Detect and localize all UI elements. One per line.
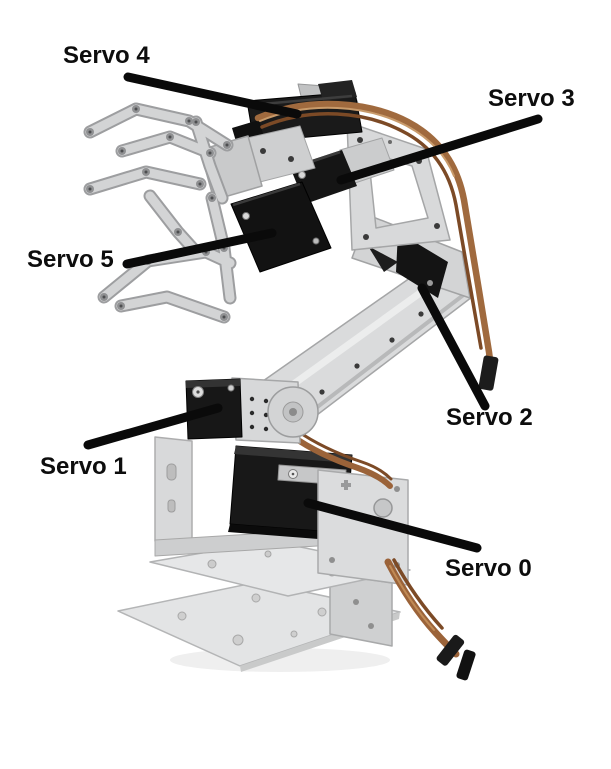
servo-5-leader-line	[122, 228, 277, 269]
servo-2-leader-line	[417, 283, 490, 411]
base-wire	[384, 558, 476, 681]
label-servo-1: Servo 1	[40, 453, 127, 480]
u-bracket-left-wall	[154, 436, 193, 549]
label-servo-4: Servo 4	[63, 42, 150, 69]
servo-2-body	[396, 232, 448, 298]
label-servo-2: Servo 2	[446, 404, 533, 431]
base-plates	[117, 540, 411, 672]
servo-0-leader-line	[303, 498, 482, 553]
label-servo-3: Servo 3	[488, 85, 575, 112]
label-servo-5: Servo 5	[27, 246, 114, 273]
base-wire-connectors	[436, 634, 476, 681]
arm-wire-connector	[478, 355, 499, 391]
label-servo-0: Servo 0	[445, 555, 532, 582]
servo-4-leader-line	[123, 72, 302, 119]
shoulder-assembly	[185, 377, 319, 444]
servo-1-leader-line	[83, 403, 223, 450]
servo-5-assembly	[230, 181, 332, 273]
servo-3-leader-line	[336, 114, 543, 185]
shoulder-wires	[289, 428, 393, 489]
callout-lines	[83, 72, 543, 553]
arm-wire-bundle	[254, 100, 499, 391]
servo-5-body	[230, 181, 332, 273]
